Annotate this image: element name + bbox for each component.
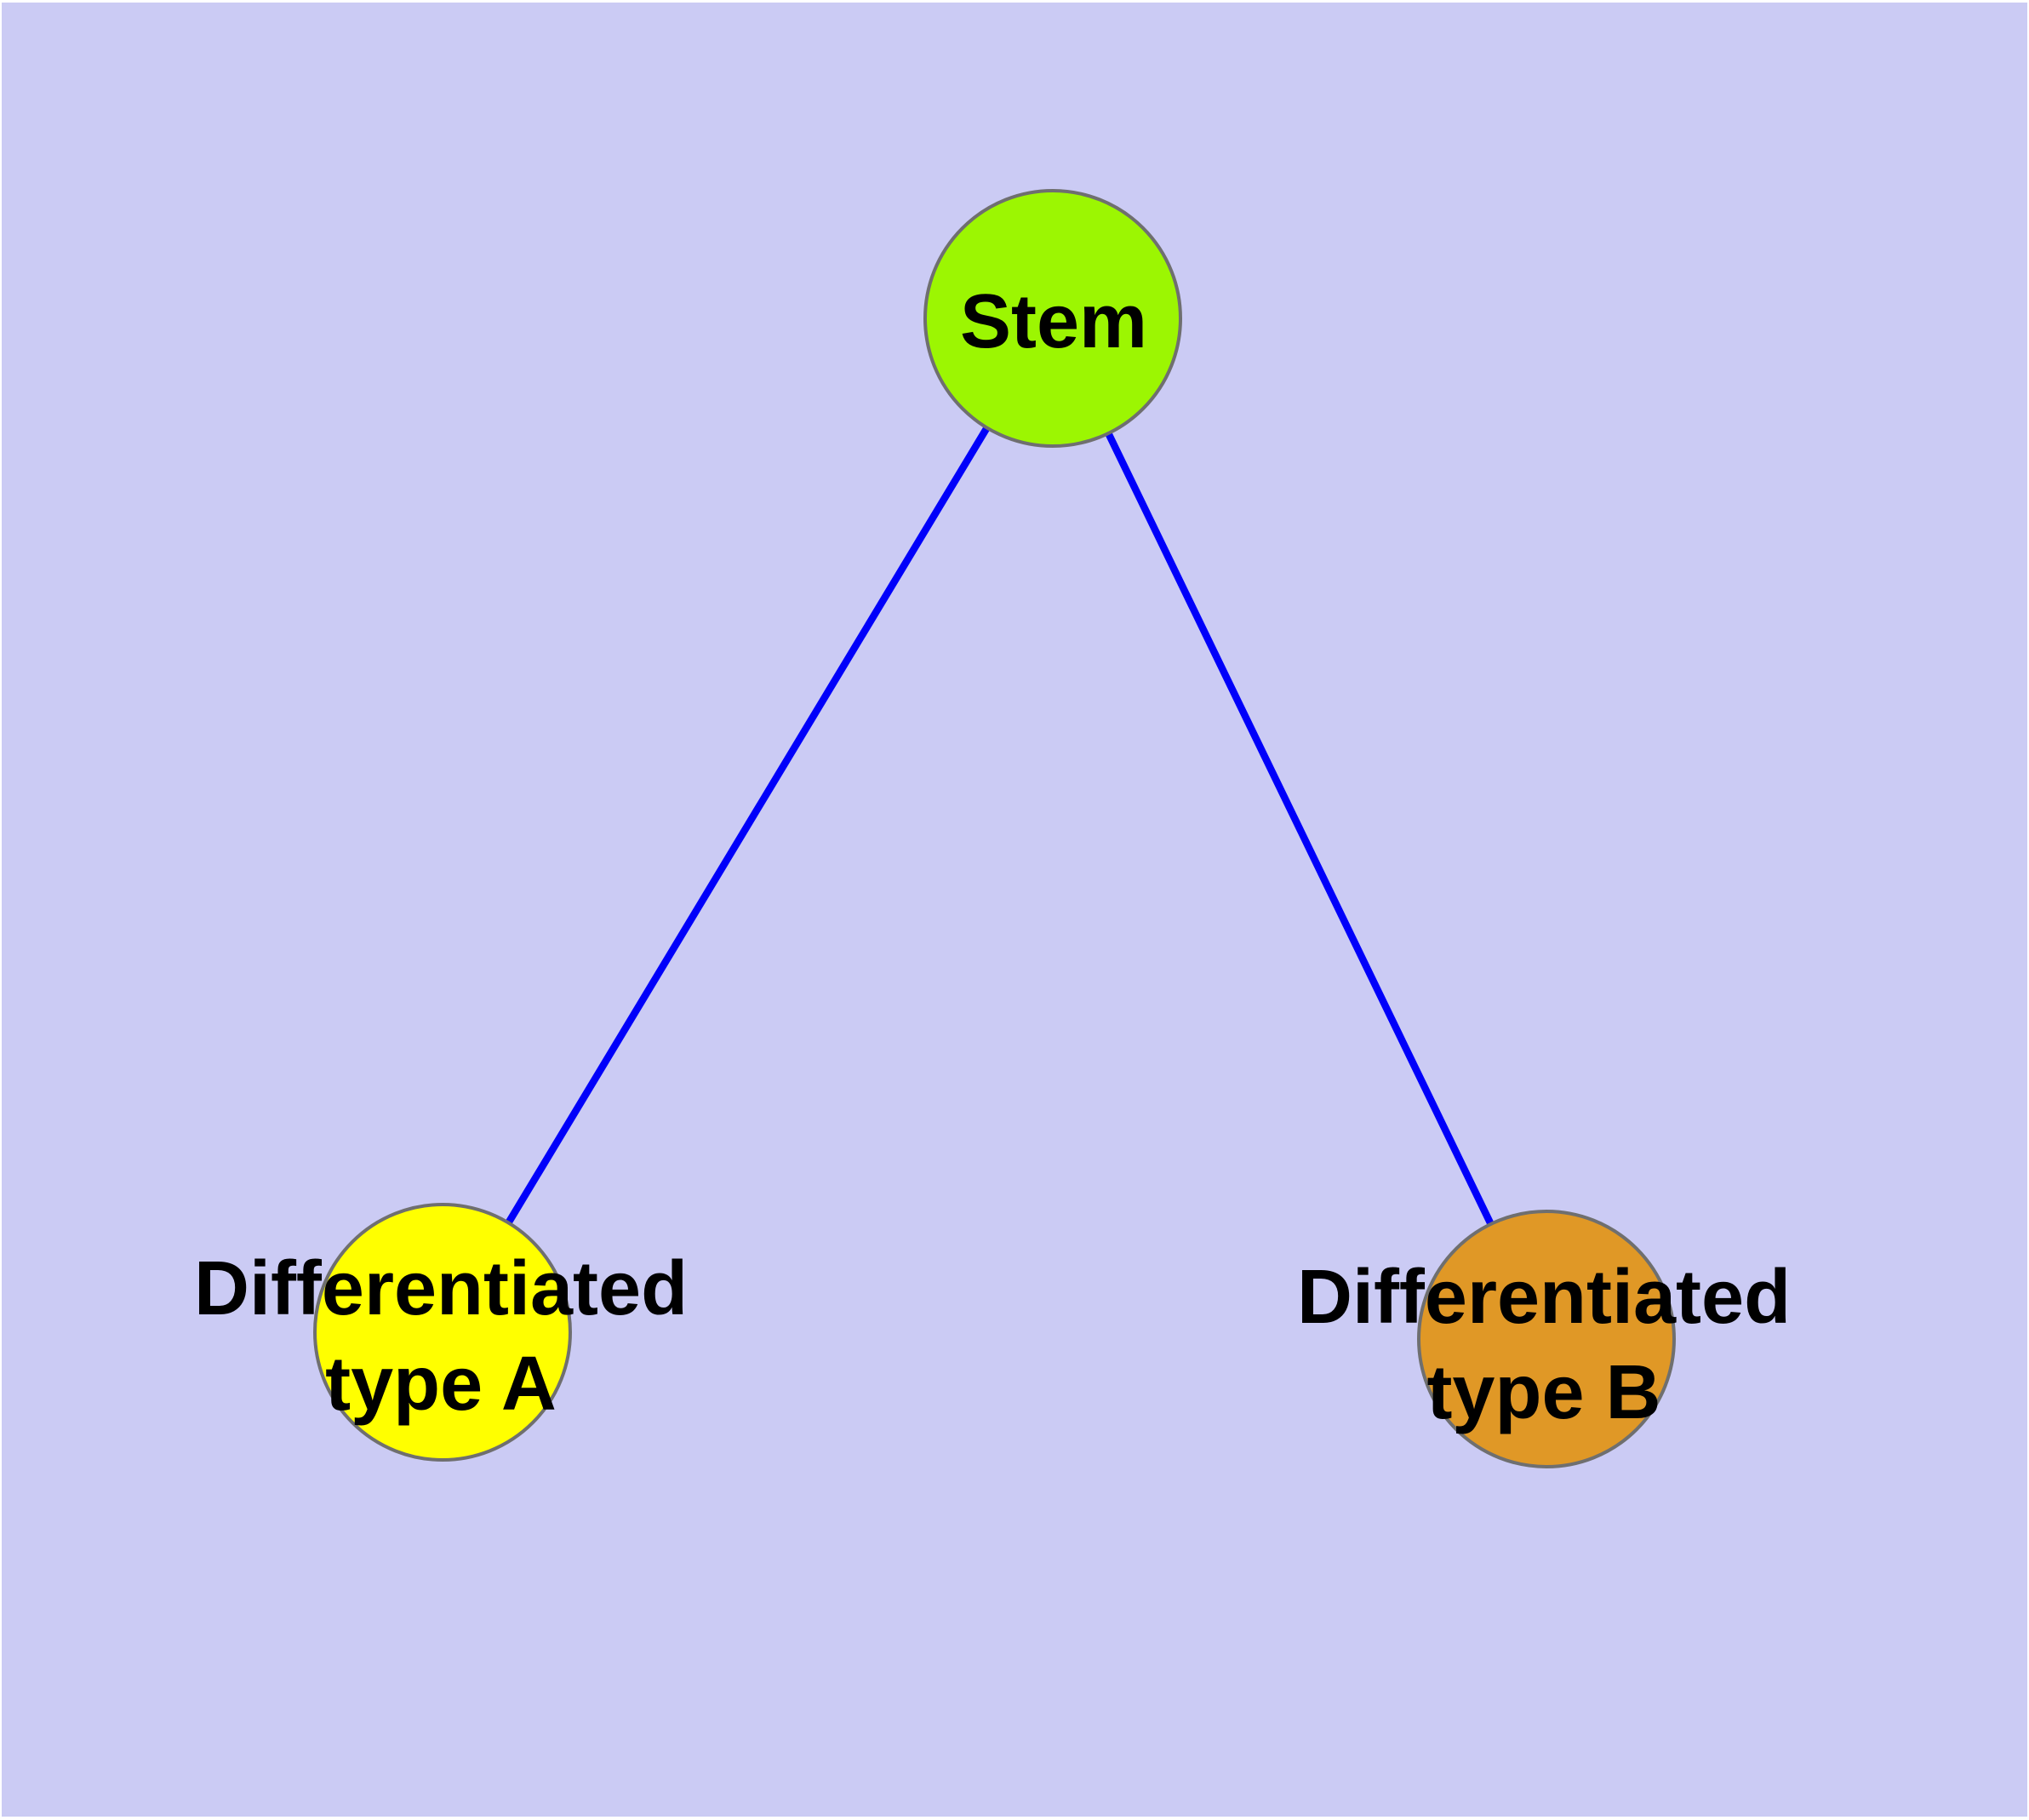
node-type-b-circle	[1417, 1210, 1676, 1468]
edge-stem-to-type-b	[1049, 314, 1551, 1343]
edge-stem-to-type-a	[438, 314, 1057, 1336]
node-type-a-circle	[313, 1203, 572, 1462]
node-stem-circle	[923, 189, 1182, 448]
